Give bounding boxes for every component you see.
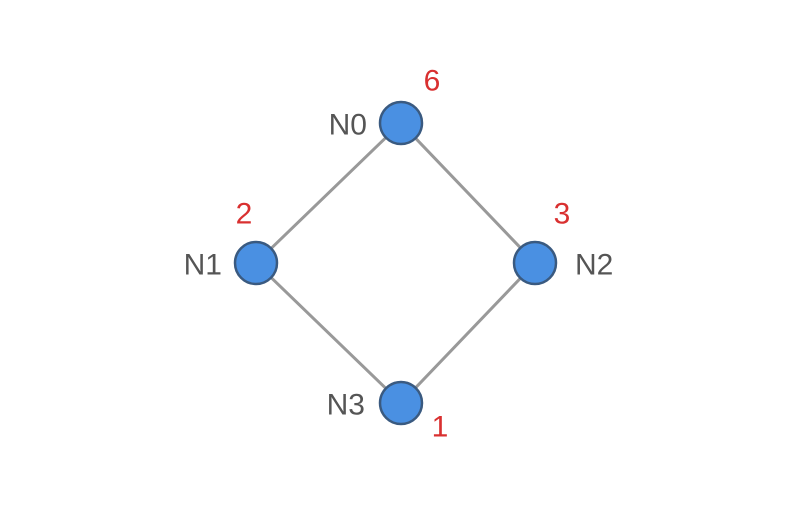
edge-n0-n1 bbox=[269, 136, 388, 250]
edge-n2-n3 bbox=[414, 276, 522, 390]
node-n1-label: N1 bbox=[184, 249, 222, 282]
node-n3: N3 1 bbox=[327, 380, 449, 444]
node-n3-value: 1 bbox=[432, 411, 449, 444]
edge-n0-n2 bbox=[414, 136, 522, 250]
edge-n1-n3 bbox=[269, 276, 388, 390]
node-n2-value: 3 bbox=[554, 198, 571, 231]
edges bbox=[269, 136, 522, 390]
node-n1-circle bbox=[233, 240, 279, 286]
node-n0-value: 6 bbox=[424, 65, 441, 98]
node-n3-circle bbox=[378, 380, 424, 426]
node-n0-circle bbox=[378, 100, 424, 146]
node-n2: N2 3 bbox=[512, 198, 613, 286]
node-n2-label: N2 bbox=[575, 249, 613, 282]
node-n0-label: N0 bbox=[329, 109, 367, 142]
node-n0: N0 6 bbox=[329, 65, 441, 146]
node-n1-value: 2 bbox=[236, 198, 253, 231]
node-n3-label: N3 bbox=[327, 389, 365, 422]
node-n2-circle bbox=[512, 240, 558, 286]
node-n1: N1 2 bbox=[184, 198, 279, 286]
